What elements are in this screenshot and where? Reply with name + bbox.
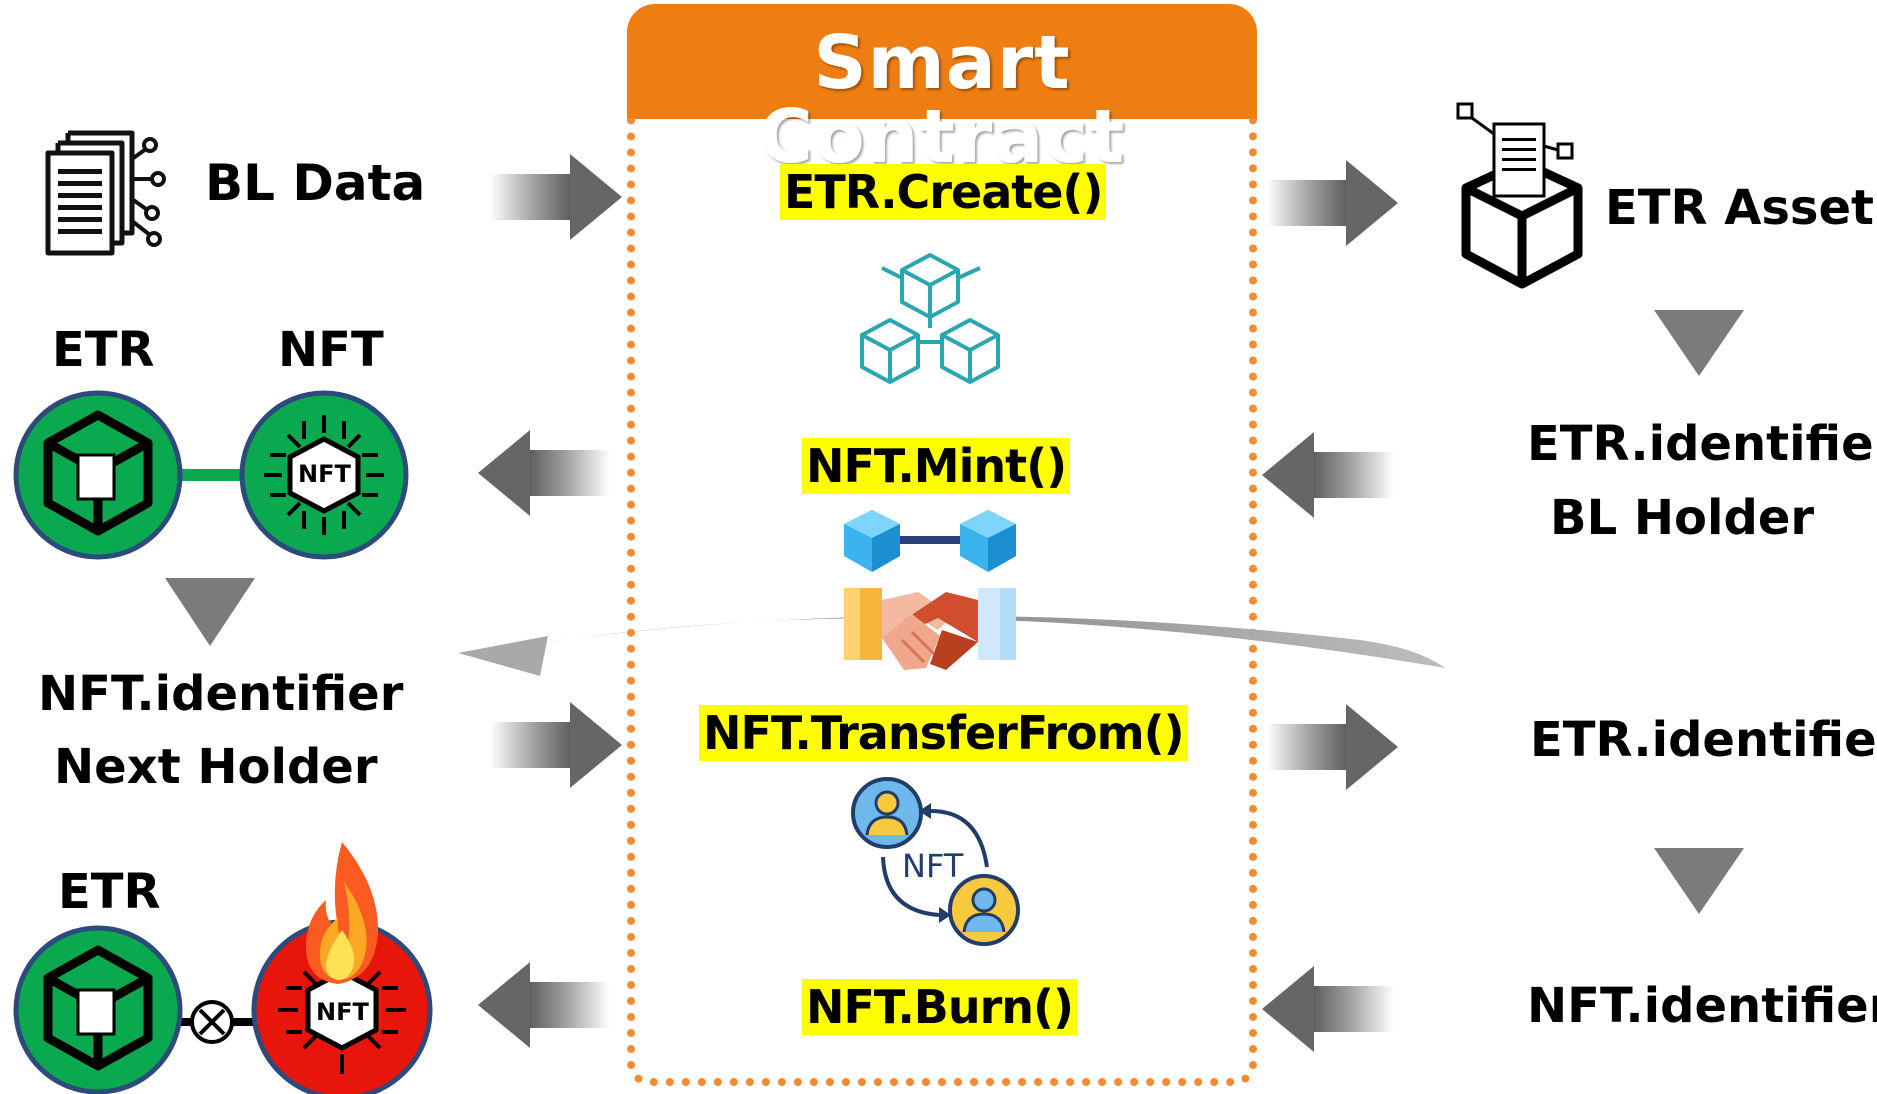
nft-label-top: NFT: [278, 322, 384, 378]
arrow-identifier-holder-to-contract: [1262, 432, 1394, 518]
etr-identifier-holder-line1: ETR.identifier: [1527, 416, 1877, 472]
user-exchange-icon: [851, 777, 1020, 946]
arrow-nft-identifier-to-contract: [1262, 966, 1394, 1052]
etr-identifier-holder-line2: BL Holder: [1550, 490, 1815, 546]
next-holder-line2: Next Holder: [54, 739, 378, 795]
document-network-icon: [45, 130, 166, 256]
nft-badge-bottom: NFT: [316, 998, 369, 1026]
arrow-contract-to-burn-pair: [478, 962, 610, 1048]
nft-mint-function: NFT.Mint(): [802, 438, 1071, 494]
arrow-bl-data-to-contract: [490, 154, 622, 240]
etr-label-top: ETR: [52, 322, 155, 378]
blockchain-cubes-icon: [860, 253, 1000, 384]
nft-burn-function: NFT.Burn(): [802, 979, 1078, 1035]
etr-identifier-label: ETR.identifier: [1530, 712, 1877, 768]
arrow-contract-to-token-pair: [478, 430, 610, 516]
etr-asset-label: ETR Asset: [1605, 180, 1874, 236]
bl-data-label: BL Data: [205, 154, 426, 212]
nft-badge-top: NFT: [298, 460, 351, 488]
arrow-contract-to-etr-asset: [1266, 160, 1398, 246]
connected-cubes-icon: [844, 510, 1016, 572]
arrow-next-holder-to-contract: [490, 702, 622, 788]
box-icon: [1456, 102, 1583, 289]
down-triangle-right-1: [1654, 310, 1744, 376]
etr-label-bottom: ETR: [58, 864, 161, 920]
smart-contract-title: Smart Contract: [758, 20, 1126, 180]
arrow-contract-to-etr-identifier: [1266, 704, 1398, 790]
etr-nft-burn-pair: [13, 842, 433, 1094]
etr-create-function: ETR.Create(): [780, 164, 1107, 220]
fire-icon: [305, 842, 379, 984]
down-triangle-left-1: [165, 578, 255, 646]
down-triangle-right-2: [1654, 848, 1744, 914]
nft-transferfrom-function: NFT.TransferFrom(): [699, 705, 1188, 761]
smart-contract-box: [627, 118, 1257, 1086]
nft-identifier-label: NFT.identifier: [1527, 978, 1877, 1034]
smart-contract-header: Smart Contract: [627, 4, 1257, 174]
handshake-icon: [844, 588, 1016, 670]
next-holder-line1: NFT.identifier: [38, 666, 404, 722]
nft-exchange-label: NFT: [902, 847, 964, 885]
etr-nft-token-pair: [13, 390, 409, 560]
